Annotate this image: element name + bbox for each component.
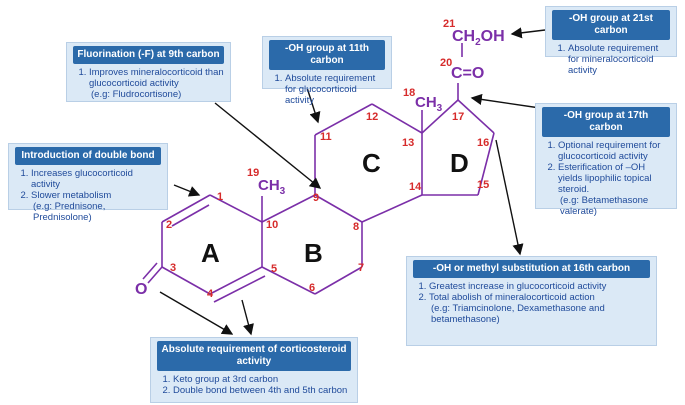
list-item: Double bond between 4th and 5th carbon [173,385,351,396]
box-fluorination: Fluorination (-F) at 9th carbon Improves… [66,42,231,102]
arrow-double-bond [173,184,201,197]
box-absolute-requirement: Absolute requirement of corticosteroid a… [150,337,358,403]
ring-label-a: A [201,238,220,268]
example-text: (e.g: Triamcinolone, Dexamethasone and b… [431,303,605,325]
box-title: Absolute requirement of corticosteroid a… [157,341,351,371]
carbon-9: 9 [313,192,319,204]
example-text: (e.g: Betamethasone valerate) [560,195,649,217]
example-text: (e.g: Prednisone, Prednisolone) [33,201,106,223]
ring-a-bonds [142,43,495,303]
ketone-oxygen: O [135,281,147,298]
box-oh-21: -OH group at 21st carbon Absolute requir… [545,6,677,76]
list-item: Absolute requirement for mineralocortico… [568,43,670,76]
carbon-13: 13 [402,137,414,149]
box-oh-17: -OH group at 17th carbon Optional requir… [535,103,677,217]
arrow-c16 [495,139,524,256]
arrow-double-bond-4-5 [241,299,254,336]
arrow-fluorination [214,102,322,189]
list-item: Slower metabolism(e.g: Prednisone, Predn… [31,190,161,223]
ring-label-c: C [362,148,381,178]
list-item: Total abolish of mineralocorticoid actio… [429,292,650,325]
carbon-5: 5 [271,263,277,275]
carbon-19: 19 [247,167,259,179]
carbon-10: 10 [266,219,278,231]
example-text: (e.g: Fludrocortisone) [91,89,182,100]
box-title: -OH or methyl substitution at 16th carbo… [413,260,650,278]
carbon-4: 4 [207,288,214,300]
carbon-16: 16 [477,137,489,149]
list-item: Greatest increase in glucocorticoid acti… [429,281,650,292]
ring-label-b: B [304,238,323,268]
box-oh-11: -OH group at 11th carbon Absolute requir… [262,36,392,106]
ch3-18-label: CH3 [415,94,443,114]
carbon-8: 8 [353,221,359,233]
box-title: -OH group at 17th carbon [542,107,670,137]
carbon-3: 3 [170,262,176,274]
carbon-14: 14 [409,181,422,193]
list-item: Keto group at 3rd carbon [173,374,351,385]
list-item: Improves mineralocorticoid than glucocor… [89,67,224,100]
list-item: Optional requirement for glucocorticoid … [558,140,670,162]
arrow-oh17 [470,93,541,109]
carbon-7: 7 [358,262,364,274]
carbon-20: 20 [440,57,452,69]
box-c16: -OH or methyl substitution at 16th carbo… [406,256,657,346]
box-title: Fluorination (-F) at 9th carbon [73,46,224,64]
list-item: Increases glucocorticoid activity [31,168,161,190]
carbon-21: 21 [443,18,455,30]
arrow-keto [159,291,234,335]
box-double-bond: Introduction of double bond Increases gl… [8,143,168,223]
c20-carbonyl: C=O [451,65,484,82]
arrow-oh21 [510,27,546,39]
c21-hydroxymethyl: CH2OH [452,28,505,48]
carbon-17: 17 [452,111,464,123]
carbon-11: 11 [320,131,332,143]
ch3-19-label: CH3 [258,177,286,197]
carbon-18: 18 [403,87,415,99]
list-item: Esterification of –OH yields lipophilic … [558,162,670,217]
carbon-12: 12 [366,111,378,123]
ring-label-d: D [450,148,469,178]
carbon-6: 6 [309,282,315,294]
box-title: Introduction of double bond [15,147,161,165]
carbon-1: 1 [217,191,223,203]
list-item: Absolute requirement for glucocorticoid … [285,73,385,106]
box-title: -OH group at 21st carbon [552,10,670,40]
box-title: -OH group at 11th carbon [269,40,385,70]
carbon-15: 15 [477,179,489,191]
carbon-2: 2 [166,219,172,231]
